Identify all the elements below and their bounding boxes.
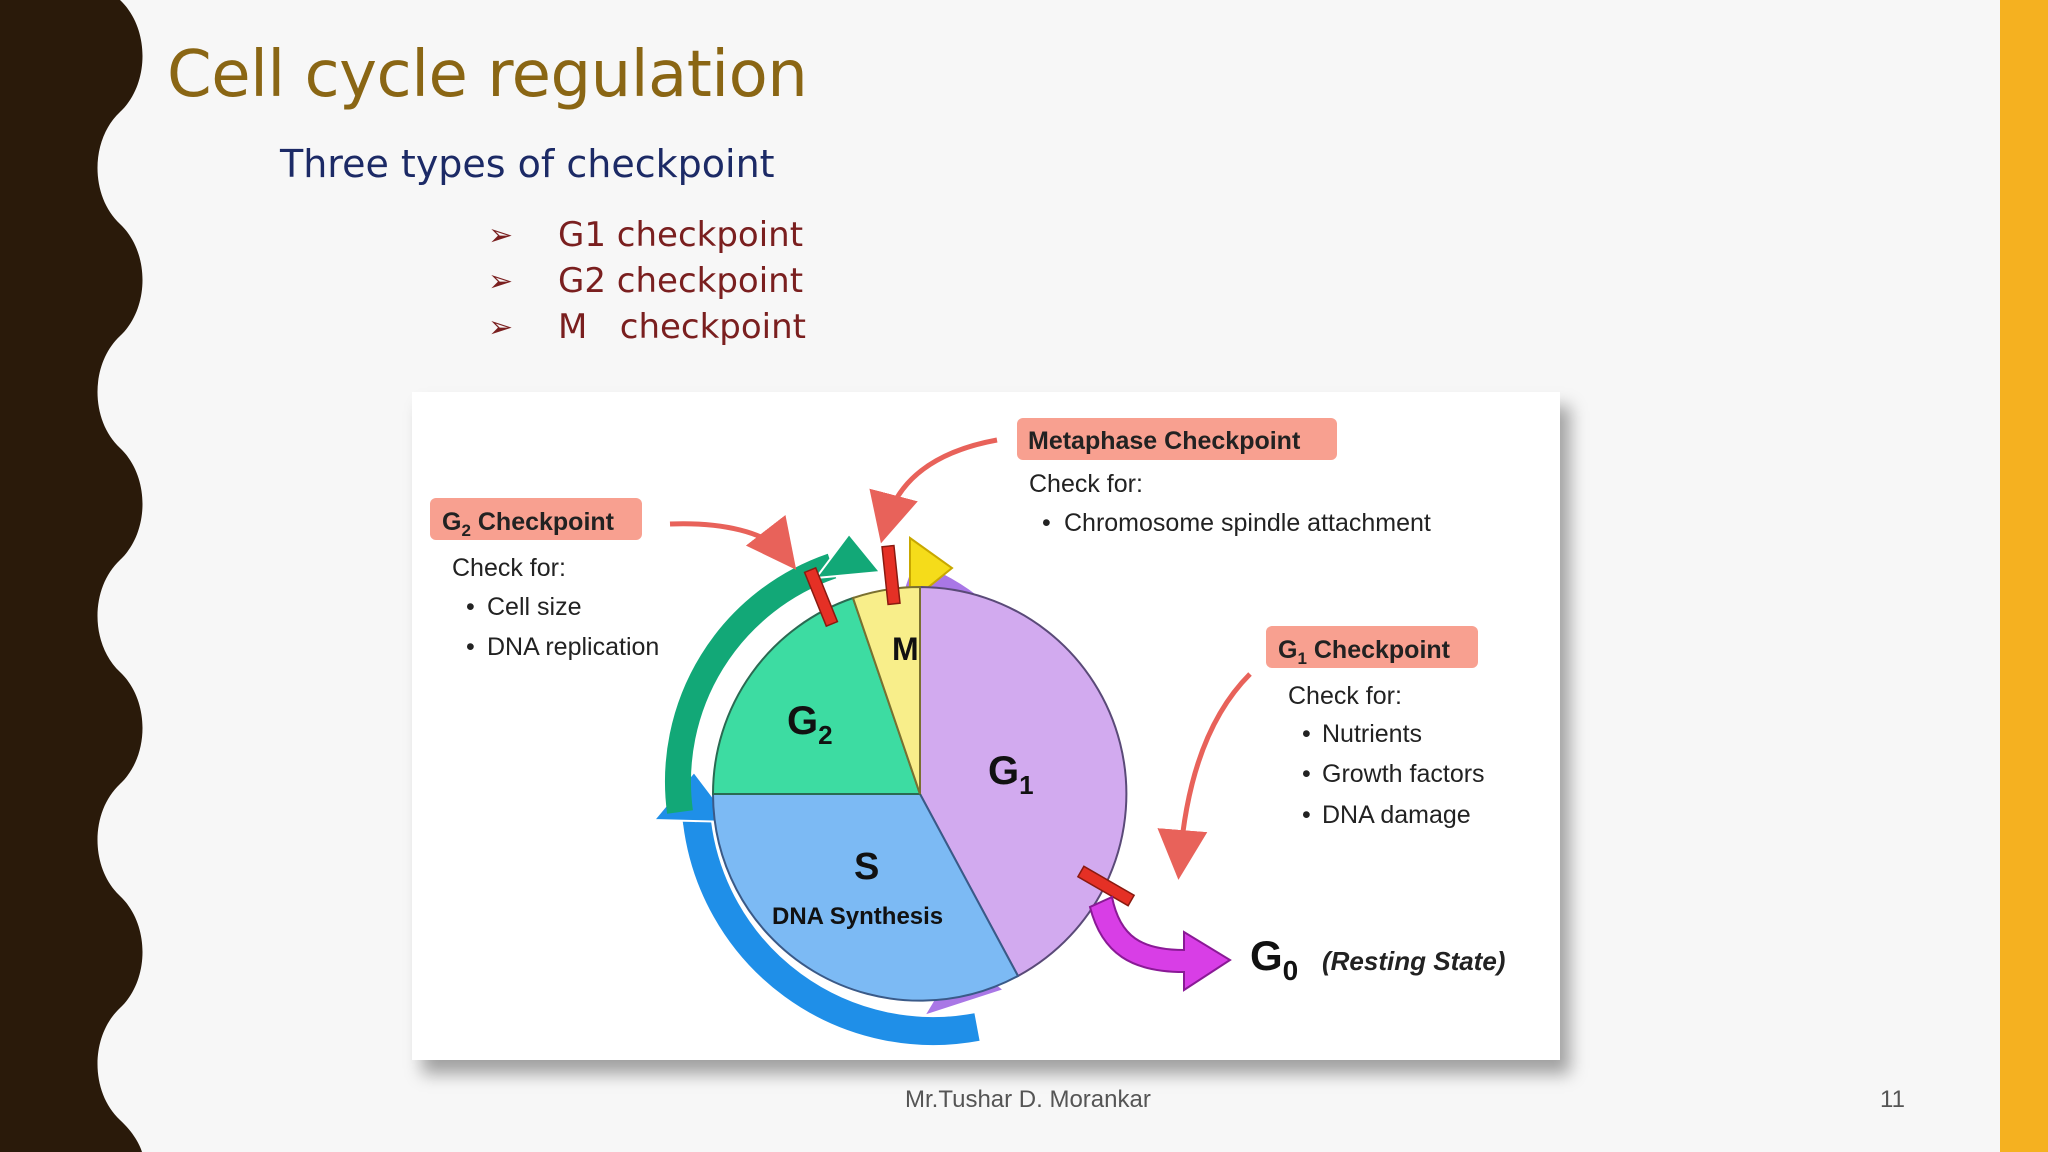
bullet-dot: • [1302, 801, 1311, 829]
g2-check-item: DNA replication [487, 633, 659, 661]
bullet-dot: • [1302, 760, 1311, 788]
cell-cycle-pie [711, 585, 1128, 1002]
slide-title: Cell cycle regulation [167, 38, 808, 112]
arrow-bullet-icon: ➢ [488, 309, 514, 345]
metaphase-check-for: Check for: [1029, 470, 1143, 498]
cell-cycle-figure: M G2 G1 S DNA Synthesis Metaphase Checkp… [412, 392, 1560, 1060]
footer-author: Mr.Tushar D. Morankar [905, 1086, 1151, 1113]
g0-arrow-icon [1088, 895, 1232, 992]
bullet-dot: • [1042, 509, 1051, 537]
metaphase-checkpoint-bar [881, 544, 901, 606]
g2-check-item: Cell size [487, 593, 581, 621]
s-phase-label: S [854, 846, 879, 888]
g1-check-for: Check for: [1288, 682, 1402, 710]
arrow-bullet-icon: ➢ [488, 217, 514, 253]
list-item: ➢ G2 checkpoint [488, 258, 806, 304]
list-item-label: G1 checkpoint [558, 215, 804, 255]
g1-checkpoint-bar [1076, 865, 1136, 907]
g2-checkpoint-bar [803, 566, 839, 628]
g2-arc [665, 553, 837, 814]
list-item: ➢ G1 checkpoint [488, 212, 806, 258]
g2-arrowhead-icon [813, 532, 882, 580]
list-item-label: M checkpoint [558, 307, 807, 347]
g1-sector [919, 585, 1128, 978]
g1-checkpoint-badge [1266, 626, 1478, 668]
g1-phase-label: G1 [988, 749, 1034, 800]
g1-checkpoint-title: G1 Checkpoint [1278, 636, 1451, 668]
g2-check-for: Check for: [452, 554, 566, 582]
g2-checkpoint-title: G2 Checkpoint [442, 508, 615, 540]
m-phase-label: M [892, 631, 919, 667]
g2-checkpoint-badge [430, 498, 642, 540]
list-item-label: G2 checkpoint [558, 261, 804, 301]
metaphase-checkpoint-title: Metaphase Checkpoint [1028, 427, 1301, 455]
g0-label: G0 [1250, 932, 1298, 986]
right-decorative-band [2000, 0, 2048, 1152]
s-sector [711, 793, 1020, 1002]
g0-description: (Resting State) [1322, 946, 1505, 976]
cell-cycle-diagram: M G2 G1 S DNA Synthesis Metaphase Checkp… [430, 418, 1505, 1045]
left-decorative-band [0, 0, 143, 1152]
bullet-dot: • [466, 593, 475, 621]
g2-pointer-arrow [669, 514, 797, 570]
list-item: ➢ M checkpoint [488, 304, 806, 350]
m-arrowhead-icon [909, 536, 954, 605]
g1-pointer-arrow [1157, 672, 1252, 880]
bullet-dot: • [1302, 720, 1311, 748]
g2-phase-label: G2 [787, 699, 833, 750]
g1-check-item: Nutrients [1322, 720, 1422, 748]
g1-check-item: Growth factors [1322, 760, 1485, 788]
s-arc [683, 820, 980, 1045]
slide-subtitle: Three types of checkpoint [280, 142, 775, 186]
s-phase-description: DNA Synthesis [772, 903, 943, 930]
metaphase-check-item: Chromosome spindle attachment [1064, 509, 1431, 537]
bullet-dot: • [466, 633, 475, 661]
g1-check-item: DNA damage [1322, 801, 1471, 829]
metaphase-pointer-arrow [869, 437, 998, 544]
arrow-bullet-icon: ➢ [488, 263, 514, 299]
metaphase-checkpoint-badge [1017, 418, 1337, 460]
checkpoint-list: ➢ G1 checkpoint ➢ G2 checkpoint ➢ M chec… [488, 212, 806, 350]
page-number: 11 [1880, 1086, 1905, 1113]
